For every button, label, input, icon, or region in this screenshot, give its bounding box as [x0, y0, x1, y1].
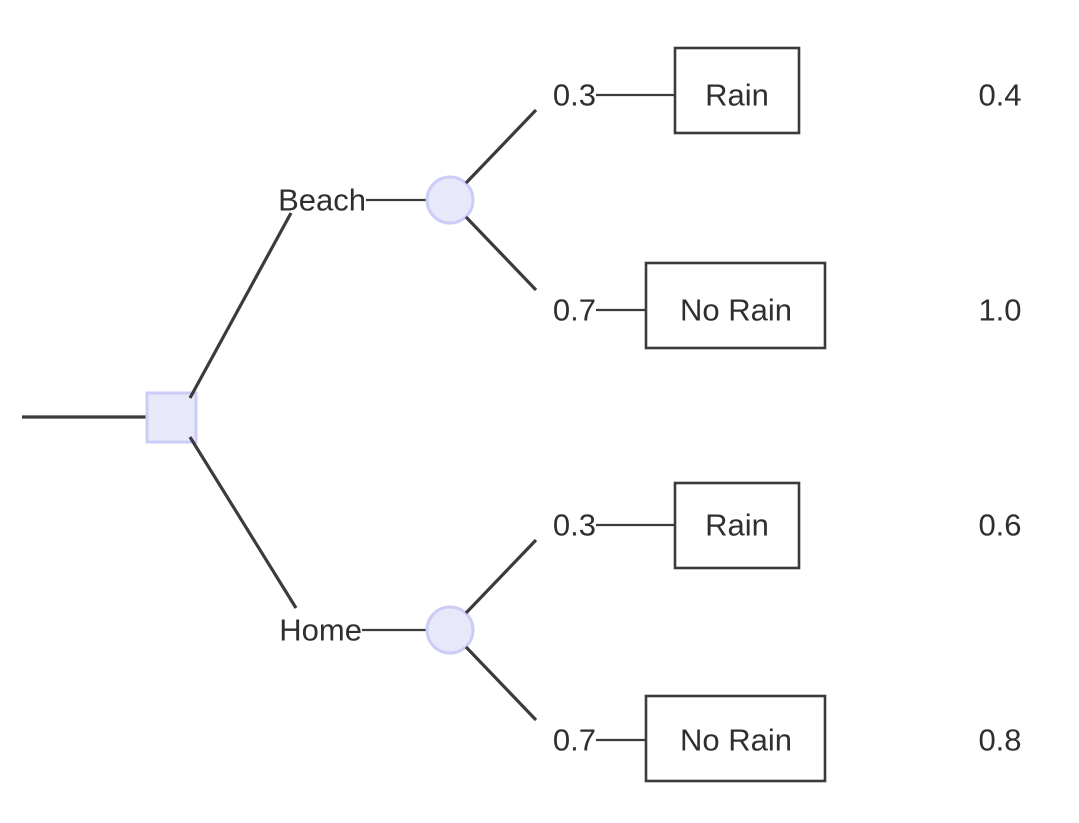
decision-node-square[interactable] — [145, 391, 198, 444]
branch-line-home-norain — [464, 645, 538, 722]
branch-label-beach: Beach — [278, 182, 366, 218]
outcome-box-beach-norain[interactable] — [644, 261, 827, 350]
outcome-box-home-norain[interactable] — [644, 694, 827, 783]
payoff-value-home-rain: 0.6 — [978, 507, 1022, 543]
branch-label-home: Home — [279, 612, 362, 648]
probability-label-home-rain: 0.3 — [552, 507, 596, 543]
outcome-box-beach-rain[interactable] — [673, 46, 801, 135]
probability-label-beach-norain: 0.7 — [552, 292, 596, 328]
branch-line-beach — [188, 212, 293, 399]
outcome-label-home-rain: Rain — [705, 507, 769, 543]
probability-label-home-norain: 0.7 — [552, 722, 596, 758]
payoff-value-beach-rain: 0.4 — [978, 77, 1022, 113]
chance-node-beach[interactable] — [425, 175, 475, 225]
outcome-label-beach-norain: No Rain — [680, 292, 792, 328]
branch-line-beach-norain — [464, 215, 538, 292]
branch-line-home-rain — [464, 538, 538, 615]
outcome-label-beach-rain: Rain — [705, 77, 769, 113]
outcome-box-home-rain[interactable] — [673, 481, 801, 570]
payoff-value-beach-norain: 1.0 — [978, 292, 1022, 328]
chance-node-home[interactable] — [425, 605, 475, 655]
outcome-label-home-norain: No Rain — [680, 722, 792, 758]
probability-label-beach-rain: 0.3 — [552, 77, 596, 113]
branch-line-beach-rain — [464, 108, 538, 185]
payoff-value-home-norain: 0.8 — [978, 722, 1022, 758]
branch-line-home — [188, 436, 298, 609]
